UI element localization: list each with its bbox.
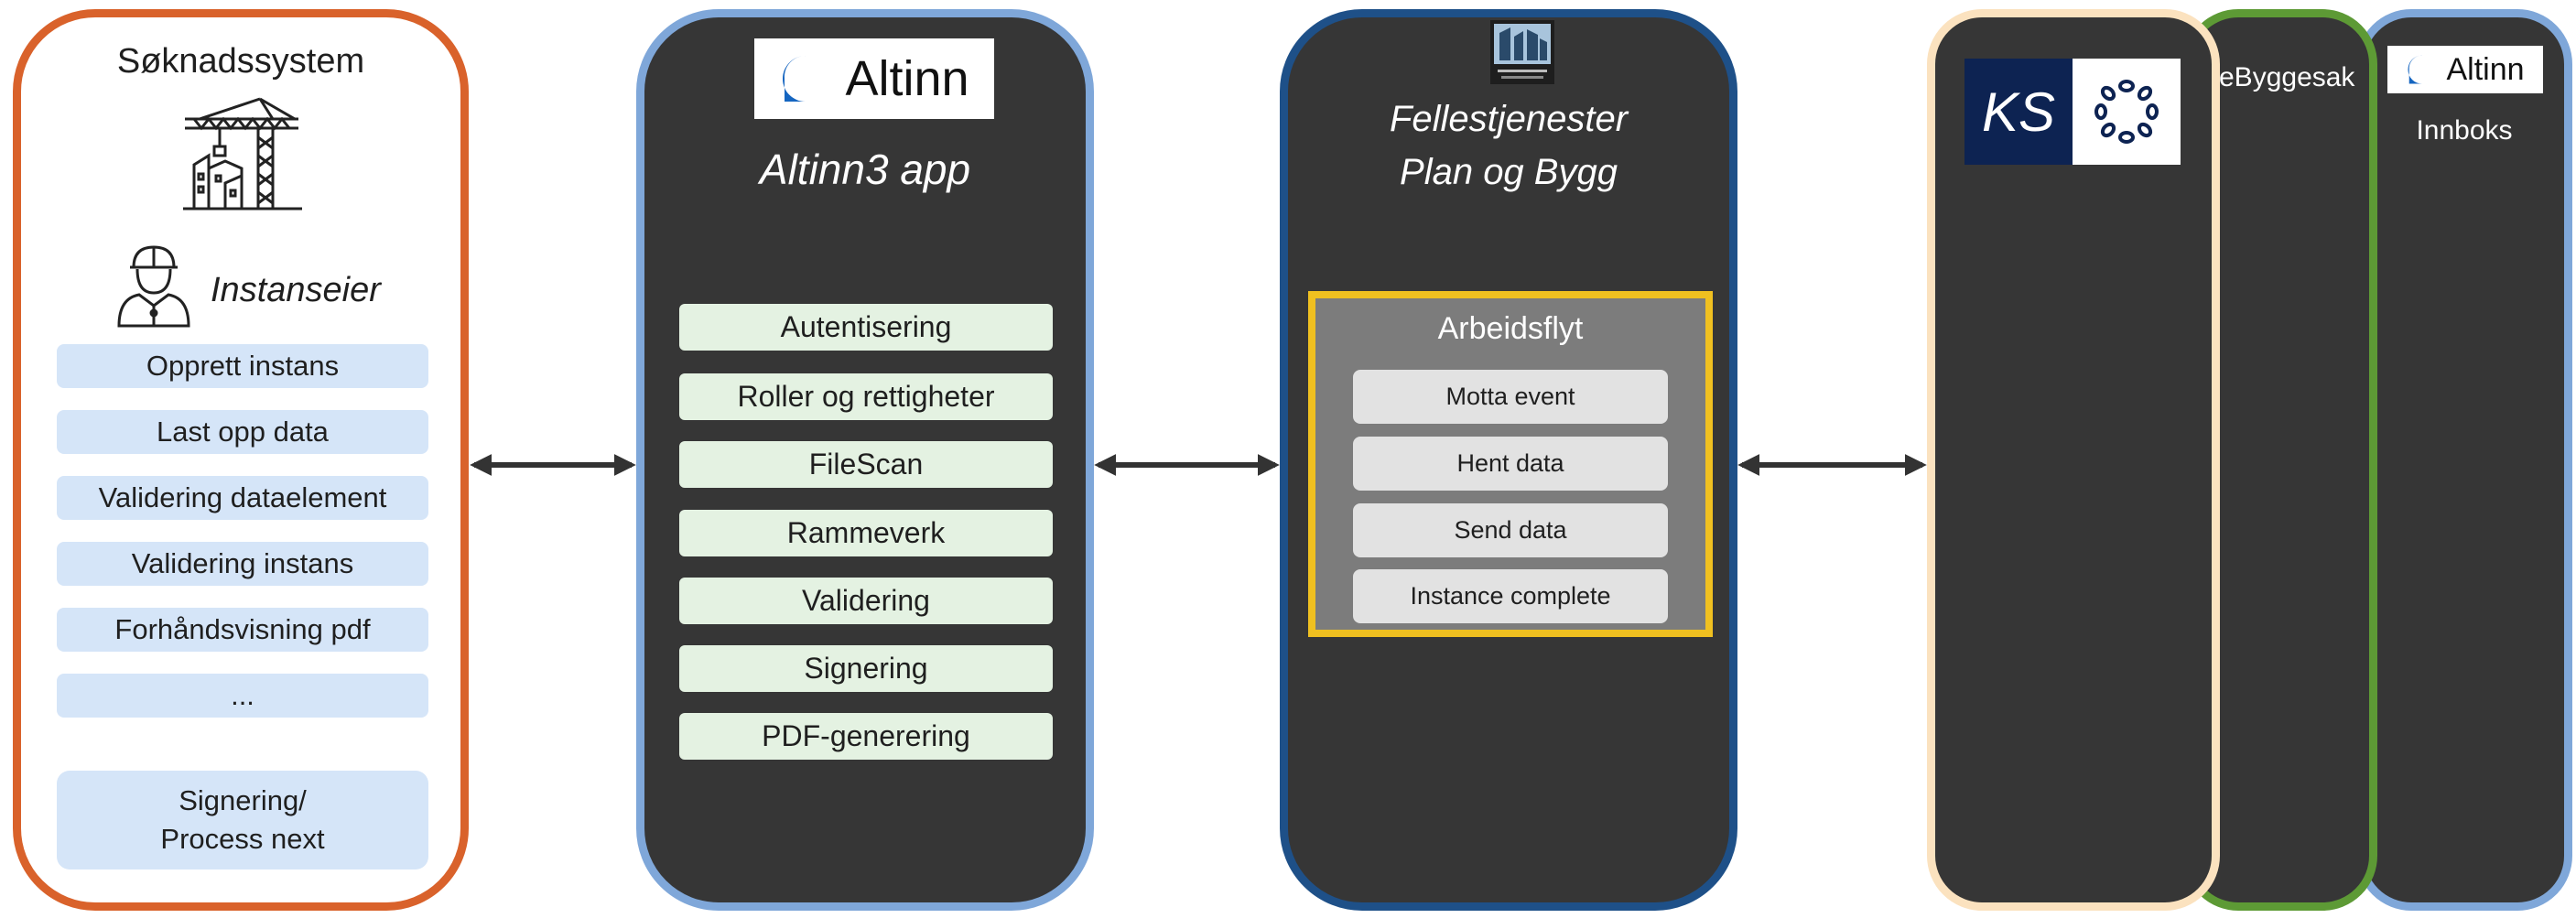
ks-logo-text: KS [1981,81,2056,143]
ks-logo-icon: KS [1964,59,2073,165]
list-item-authentication: Autentisering [679,304,1053,351]
list-item-sign-process-next: Signering/ Process next [57,771,428,869]
altinn-logo-icon [2408,55,2430,84]
fellestjenester-title-line1: Fellestjenester [1389,99,1629,139]
list-item-preview-pdf: Forhåndsvisning pdf [57,608,428,652]
list-item-pdf-generation: PDF-generering [679,713,1053,760]
list-item-roles-rights: Roller og rettigheter [679,373,1053,420]
process-next-label: Process next [160,823,325,855]
sign-label: Signering/ [179,784,307,816]
applicant-system-title: Søknadssystem [116,42,365,81]
list-item-framework: Rammeverk [679,510,1053,556]
fellestjenester-logo-icon [1490,20,1554,84]
construction-worker-icon [117,245,190,328]
inbox-label: Innboks [2416,115,2513,146]
altinn-small-logo: Altinn [2387,46,2543,93]
list-item-create-instance: Opprett instans [57,344,428,388]
ebyggesak-label: eByggesak [2219,62,2355,92]
altinn-small-logo-text: Altinn [2446,51,2525,87]
list-item-validate-instance: Validering instans [57,542,428,586]
ks-logo: KS [1964,59,2181,165]
altinn-logo-icon [783,55,818,102]
crane-building-icon [183,97,302,211]
altinn3-app-title: Altinn3 app [759,146,971,193]
workflow-item-send-data: Send data [1353,503,1668,557]
list-item-signing: Signering [679,645,1053,692]
list-item-upload-data: Last opp data [57,410,428,454]
applicant-system-panel [13,9,469,911]
list-item-ellipsis: ... [57,674,428,718]
list-item-validation: Validering [679,578,1053,624]
instance-owner-label: Instanseier [211,271,381,309]
workflow-title: Arbeidsflyt [1437,311,1584,346]
workflow-item-instance-complete: Instance complete [1353,569,1668,623]
list-item-filescan: FileScan [679,441,1053,488]
altinn-inbox-panel [2356,9,2572,911]
fellestjenester-title-line2: Plan og Bygg [1400,152,1618,192]
altinn-logo-text: Altinn [845,51,969,106]
workflow-item-fetch-data: Hent data [1353,437,1668,491]
list-item-validate-data-element: Validering dataelement [57,476,428,520]
chain-ring-logo-icon [2094,80,2159,144]
altinn-logo: Altinn [754,38,994,119]
workflow-item-receive-event: Motta event [1353,370,1668,424]
